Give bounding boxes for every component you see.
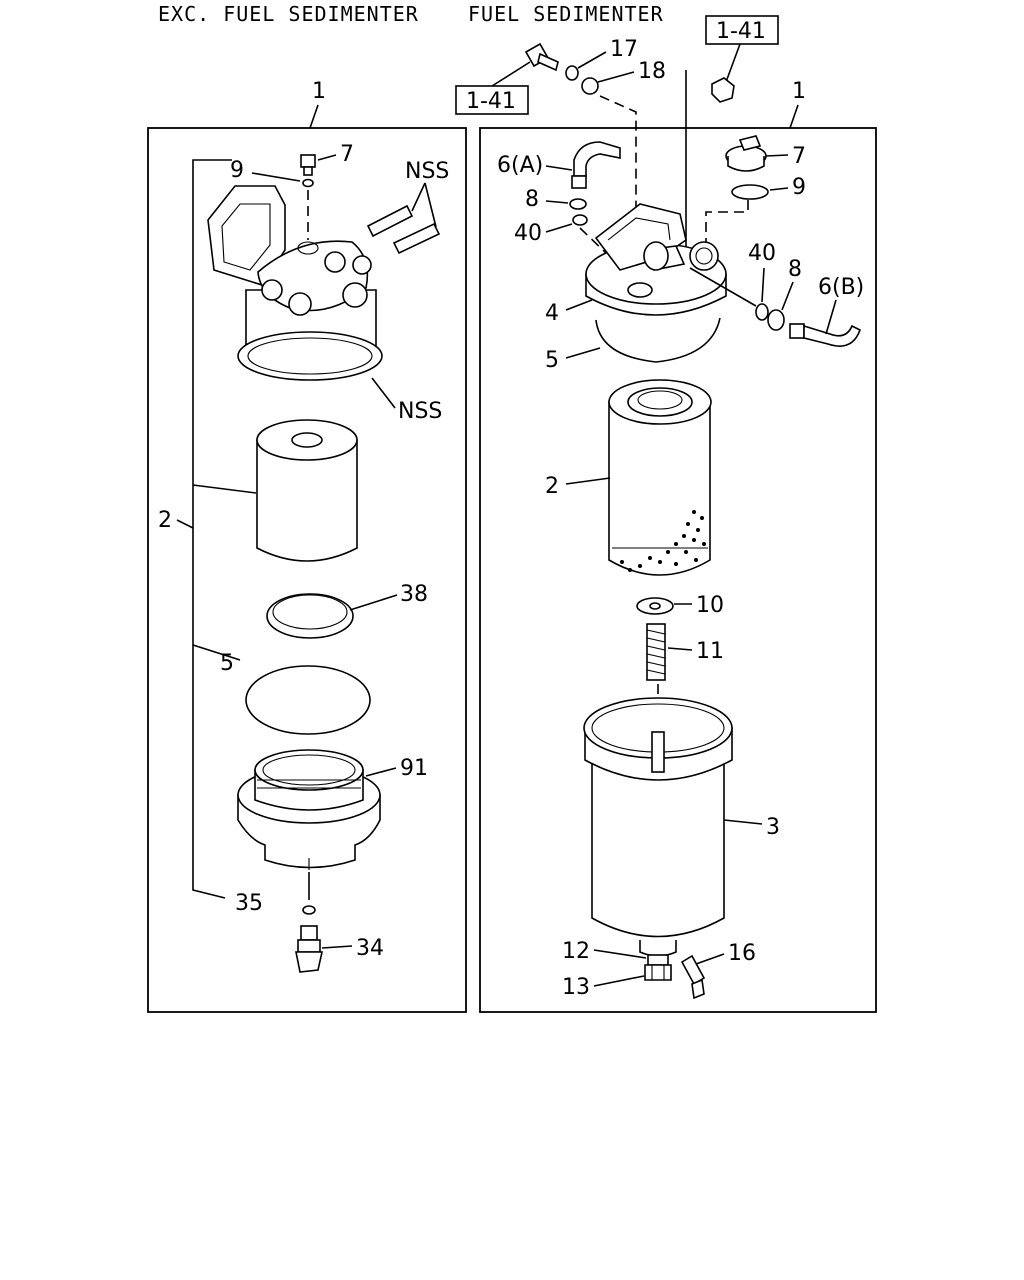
left-label-5: 5 [220, 651, 234, 676]
right-panel-frame [479, 127, 877, 1013]
right-drain-12-13 [644, 954, 672, 981]
right-washer-8a [569, 198, 587, 210]
right-fitting-6a [571, 141, 621, 189]
right-washer-40a [572, 214, 588, 226]
right-washer-8b [767, 309, 785, 331]
right-fitting-6b [789, 323, 861, 347]
right-label-13: 13 [562, 975, 590, 1000]
left-label-9: 9 [230, 158, 244, 183]
right-label-7: 7 [792, 144, 806, 169]
right-label-8a: 8 [525, 187, 539, 212]
ref-label-1-41-right: 1-41 [716, 19, 766, 44]
right-label-6a: 6(A) [497, 153, 543, 178]
right-oring-9 [731, 184, 769, 200]
right-label-3: 3 [766, 815, 780, 840]
left-label-38: 38 [400, 582, 428, 607]
left-nss-pipes [366, 204, 441, 255]
right-panel: 1 1-41 1-41 17 18 6(A) 8 [455, 15, 877, 1013]
ref-box-1-41-left [455, 85, 529, 115]
left-bolt-7 [300, 154, 316, 176]
right-filter-element-2 [608, 379, 712, 576]
right-bowl-3 [583, 697, 733, 957]
right-label-4: 4 [545, 301, 559, 326]
ref-box-1-41-right [705, 15, 779, 45]
left-panel-frame [147, 127, 467, 1013]
right-washer-18 [581, 77, 599, 95]
right-label-40b: 40 [748, 241, 776, 266]
left-bowl-91 [237, 749, 381, 870]
left-label-34: 34 [356, 936, 384, 961]
left-label-nss-top: NSS [405, 159, 449, 184]
right-label-9: 9 [792, 175, 806, 200]
right-label-18: 18 [638, 59, 666, 84]
right-vent-cap-7 [725, 135, 767, 172]
left-panel: 1 7 9 NSS [147, 79, 467, 1013]
left-label-35: 35 [235, 891, 263, 916]
left-filter-head [207, 185, 383, 381]
title-exc-fuel-sedimenter: EXC. FUEL SEDIMENTER [158, 2, 419, 26]
right-filter-head-4 [585, 203, 727, 316]
right-spring-11 [646, 623, 666, 681]
right-label-6b: 6(B) [818, 275, 864, 300]
right-washer-40b [755, 303, 769, 321]
right-label-40a: 40 [514, 221, 542, 246]
title-fuel-sedimenter: FUEL SEDIMENTER [468, 2, 664, 26]
right-label-11: 11 [696, 639, 724, 664]
right-gasket-5 [595, 317, 721, 363]
left-ring-38 [266, 593, 354, 639]
left-filter-element-2 [256, 419, 358, 562]
right-eye-bolt [524, 42, 559, 72]
left-label-nss-bottom: NSS [398, 399, 442, 424]
right-washer-10 [636, 597, 674, 615]
left-label-2: 2 [158, 508, 172, 533]
left-drain-plug-34 [295, 925, 323, 973]
left-oring-35 [302, 905, 316, 915]
right-label-2: 2 [545, 474, 559, 499]
right-label-17: 17 [610, 37, 638, 62]
right-nut [711, 77, 735, 103]
left-oring-9 [302, 178, 314, 188]
right-washer-17 [565, 65, 579, 81]
right-label-16: 16 [728, 941, 756, 966]
left-gasket-5 [245, 665, 371, 735]
ref-label-1-41-left: 1-41 [466, 89, 516, 114]
right-drain-cock-16 [680, 954, 706, 1000]
right-label-5: 5 [545, 348, 559, 373]
left-label-91: 91 [400, 756, 428, 781]
left-label-7: 7 [340, 142, 354, 167]
right-label-12: 12 [562, 939, 590, 964]
right-label-8b: 8 [788, 257, 802, 282]
left-assembly-label: 1 [312, 79, 326, 104]
right-assembly-label: 1 [792, 79, 806, 104]
right-label-10: 10 [696, 593, 724, 618]
